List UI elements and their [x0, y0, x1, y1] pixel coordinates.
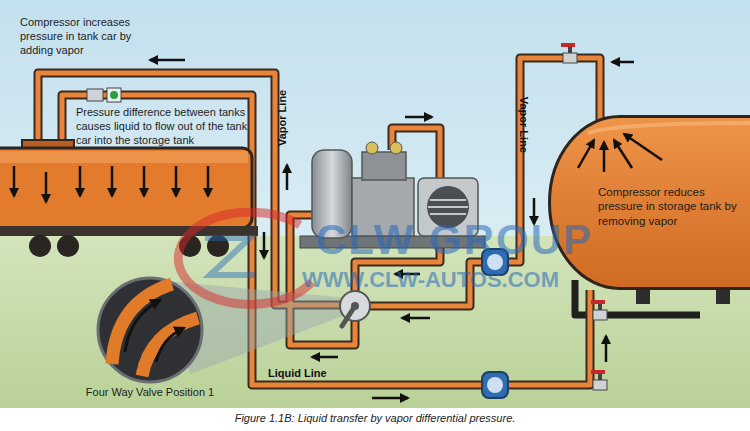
- figure-caption: Figure 1.1B: Liquid transfer by vapor di…: [0, 412, 750, 424]
- tank-highlight: [588, 123, 750, 133]
- watermark-logo: [178, 212, 312, 304]
- flow-arrow: [405, 116, 432, 119]
- flow-arrow: [612, 61, 634, 64]
- gauge: [482, 372, 508, 398]
- flow-arrow: [605, 336, 608, 362]
- valve-symbol: [87, 89, 103, 101]
- tank-car: [0, 226, 258, 236]
- caption-band: [0, 408, 750, 431]
- compressor: [430, 199, 466, 201]
- watermark: CLW GROUP: [316, 214, 616, 267]
- valve-symbol: [107, 88, 121, 102]
- note-text: Pressure difference between tanks causes…: [76, 106, 258, 147]
- valve-symbol: [561, 43, 577, 63]
- storage-tank: Compressor reduces pressure in storage t…: [548, 115, 750, 290]
- four-way-valve: [351, 302, 359, 310]
- compressor: [430, 213, 466, 215]
- pressure-arrow: [13, 166, 16, 196]
- line-label: Vapor Line: [516, 90, 530, 160]
- compressor: [362, 152, 406, 180]
- flow-arrow: [286, 165, 289, 190]
- valve-symbol: [591, 300, 605, 304]
- line-label: Liquid Line: [268, 367, 348, 381]
- flow-arrow: [263, 232, 266, 258]
- line-label: Vapor Line: [276, 83, 290, 153]
- pressure-arrow: [79, 166, 82, 196]
- valve-symbol: [598, 373, 602, 380]
- watermark-logo: [205, 238, 255, 275]
- pressure-arrow: [143, 166, 146, 196]
- valve-symbol: [561, 43, 575, 47]
- valve-symbol: [598, 303, 602, 310]
- compressor: [390, 142, 402, 154]
- valve-symbol: [568, 46, 572, 53]
- pressure-arrow: [175, 166, 178, 196]
- compressor: [428, 206, 468, 208]
- tank-car: [0, 151, 248, 163]
- pressure-arrow: [45, 172, 48, 202]
- pressure-arrow: [111, 166, 114, 196]
- flow-arrow: [312, 356, 338, 359]
- valve-zoom-circle: Four Way Valve Position 1: [75, 275, 225, 407]
- tank-car: [57, 235, 79, 257]
- tank-note: Compressor reduces pressure in storage t…: [598, 185, 738, 228]
- pressure-arrow: [207, 166, 210, 196]
- flow-arrow: [372, 397, 408, 400]
- pressure-arrow: [14, 166, 208, 202]
- four-way-valve: [340, 291, 370, 326]
- valve-symbol: [591, 370, 607, 390]
- gauge: [487, 377, 503, 393]
- flow-arrow: [150, 59, 185, 62]
- valve-symbol: [591, 300, 607, 320]
- tank-car: [29, 235, 51, 257]
- flow-arrow: [402, 317, 430, 320]
- note-text: Compressor increases pressure in tank ca…: [20, 16, 165, 57]
- valve-symbol: [591, 370, 605, 374]
- compressor: [428, 200, 468, 214]
- watermark: WWW.CLW-AUTOS.COM: [302, 266, 602, 294]
- valve-symbol: [593, 310, 607, 320]
- valve-symbol: [110, 91, 118, 99]
- zoom-circle: [98, 278, 202, 382]
- valve-symbol: [87, 88, 121, 102]
- valve-symbol: [563, 53, 577, 63]
- valve-symbol: [593, 380, 607, 390]
- gauge: [482, 372, 508, 398]
- four-way-valve: [340, 291, 370, 321]
- compressor: [366, 142, 378, 154]
- valve-caption: Four Way Valve Position 1: [75, 386, 225, 400]
